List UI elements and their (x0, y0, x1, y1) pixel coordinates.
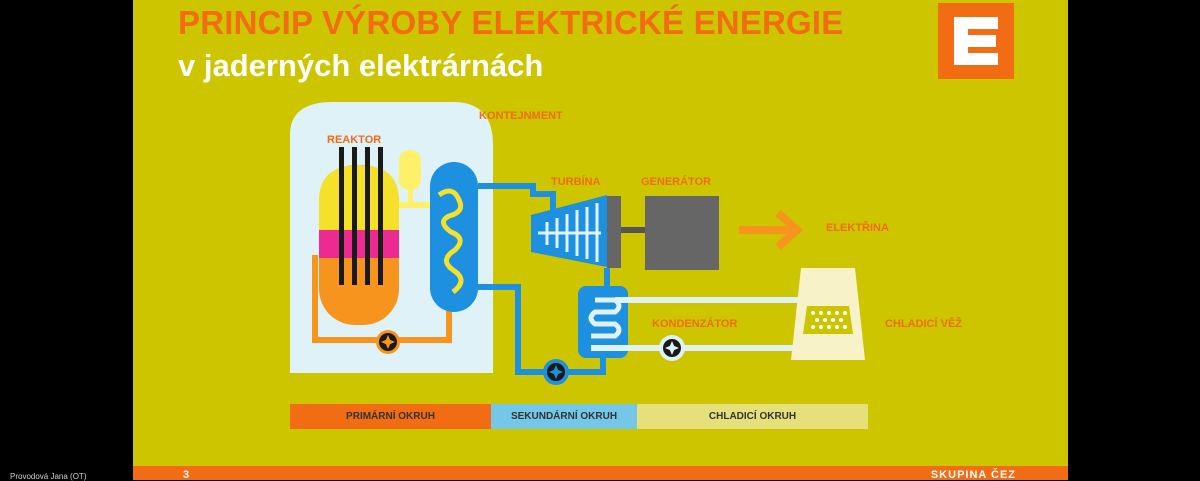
label-reaktor: REAKTOR (327, 134, 382, 146)
label-kondenzator: KONDENZÁTOR (652, 318, 738, 330)
electricity-arrow-icon (739, 210, 803, 250)
label-kontejnment: KONTEJNMENT (479, 110, 563, 122)
nuclear-plant-diagram (290, 102, 865, 385)
label-elektrina: ELEKTŘINA (826, 222, 889, 234)
slide-title: PRINCIP VÝROBY ELEKTRICKÉ ENERGIE (178, 4, 844, 41)
legend-cooling-circuit: CHLADICÍ OKRUH (637, 404, 868, 429)
label-turbina: TURBÍNA (551, 176, 601, 188)
control-rod (365, 147, 370, 285)
footer-brand: SKUPINA ČEZ (930, 469, 1016, 481)
presenter-name: Provodová Jana (OT) (10, 472, 87, 481)
control-rod (352, 147, 357, 285)
slide-subtitle: v jaderných elektrárnách (178, 48, 544, 83)
label-generator: GENERÁTOR (641, 176, 712, 188)
generator (645, 196, 719, 270)
label-chladici-vez: CHLADICÍ VĚŽ (885, 318, 962, 330)
slide-footer: 3 SKUPINA ČEZ (133, 466, 1068, 481)
legend-secondary-circuit: SEKUNDÁRNÍ OKRUH (491, 404, 637, 429)
control-rod (339, 147, 344, 285)
slide: PRINCIP VÝROBY ELEKTRICKÉ ENERGIE v jade… (133, 0, 1068, 466)
pressurizer (399, 150, 421, 190)
page-number: 3 (183, 469, 190, 481)
cez-logo-icon (938, 3, 1014, 79)
steam-generator (430, 162, 478, 312)
control-rod (378, 147, 383, 285)
legend-primary-circuit: PRIMÁRNÍ OKRUH (290, 404, 491, 429)
